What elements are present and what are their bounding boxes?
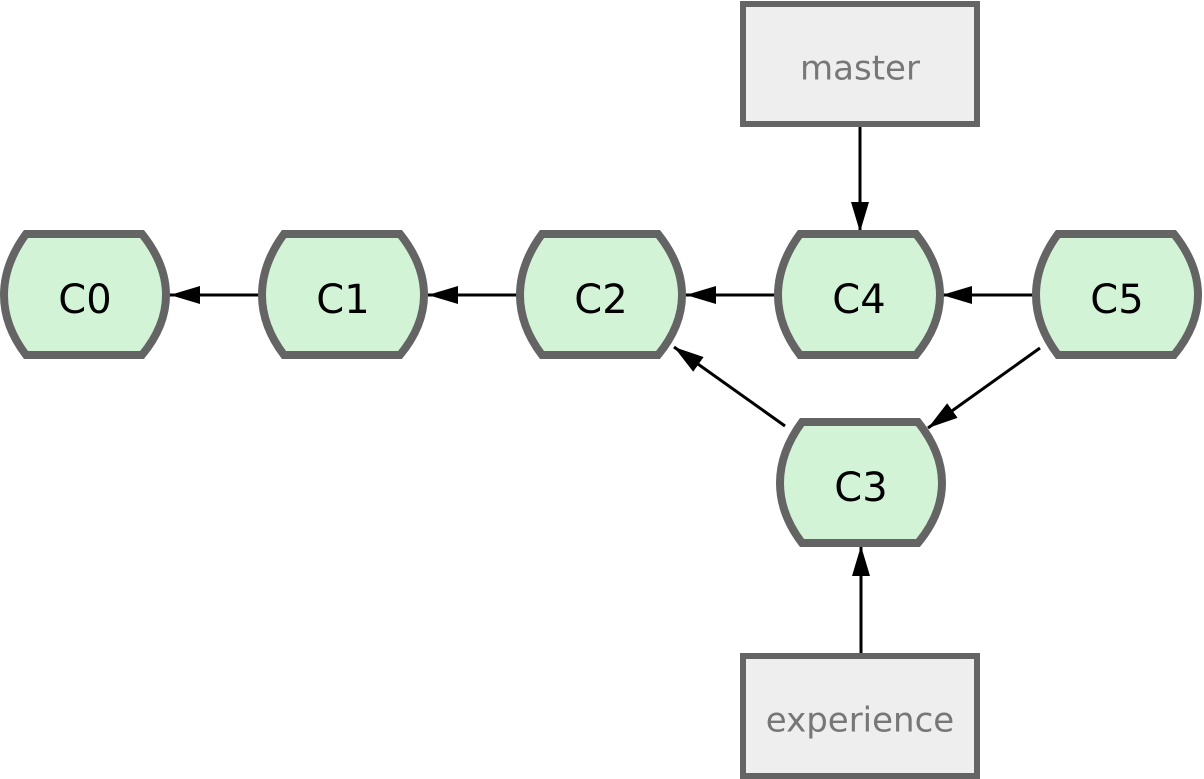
commit-shape <box>257 230 429 359</box>
commit-shape <box>775 418 947 547</box>
commit-label: C4 <box>832 277 885 323</box>
commit-shape <box>773 230 945 359</box>
branch-master: master <box>740 1 980 127</box>
commit-label: C5 <box>1090 277 1143 323</box>
branch-label: experience <box>766 701 954 741</box>
commit-node-c5: C5 <box>1031 230 1203 359</box>
commit-node-c4: C4 <box>773 230 945 359</box>
edges <box>170 126 1041 654</box>
arrow-c3-to-c2 <box>673 345 786 428</box>
commit-label: C3 <box>834 465 887 511</box>
commit-label: C1 <box>316 277 369 323</box>
commit-label: C0 <box>58 277 111 323</box>
commit-label: C2 <box>574 277 627 323</box>
commit-node-c0: C0 <box>0 230 171 359</box>
arrow-c5-to-c3 <box>927 346 1041 430</box>
branch-experience: experience <box>740 653 980 779</box>
commit-node-c3: C3 <box>775 418 947 547</box>
commit-shape <box>1031 230 1203 359</box>
commit-shape <box>515 230 687 359</box>
commit-node-c1: C1 <box>257 230 429 359</box>
branch-label: master <box>800 49 920 89</box>
branch-box <box>740 1 980 127</box>
commit-shape <box>0 230 171 359</box>
commit-node-c2: C2 <box>515 230 687 359</box>
branch-box <box>740 653 980 779</box>
